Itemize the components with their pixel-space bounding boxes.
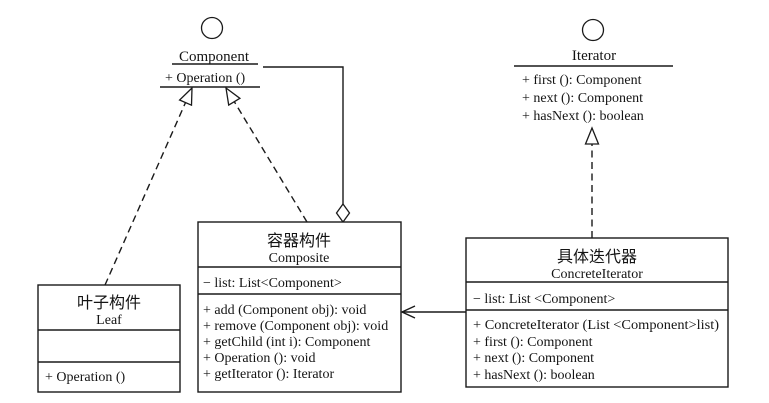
- iterator-interface-name: Iterator: [572, 48, 616, 64]
- leaf-class-box: [37, 284, 181, 393]
- leaf-to-component-realization-arrowhead-icon: [178, 86, 193, 107]
- composite-method-operation: + Operation (): void: [203, 351, 315, 366]
- composite-method-getchild: + getChild (int i): Component: [203, 335, 370, 350]
- concrete-iterator-class: 具体迭代器 ConcreteIterator − list: List <Com…: [465, 237, 729, 388]
- leaf-name-en: Leaf: [96, 313, 122, 328]
- composite-method-remove: + remove (Component obj): void: [203, 319, 388, 334]
- iterator-method-first: + first (): Component: [522, 73, 642, 88]
- component-lollipop-circle-icon: [200, 16, 224, 40]
- composite-class-box: [197, 221, 402, 393]
- aggregation-diamond-icon: [335, 202, 351, 224]
- concrete-iterator-name-zh: 具体迭代器: [557, 248, 637, 266]
- leaf-to-component-realization-line: [104, 102, 187, 286]
- iterator-interface: Iterator + first (): Component + next ()…: [514, 18, 673, 124]
- iterator-method-hasnext: + hasNext (): boolean: [522, 109, 644, 124]
- iterator-lollipop-circle-icon: [581, 18, 605, 42]
- concrete-iterator-method-first: + first (): Component: [473, 335, 593, 350]
- composite-class: 容器构件 Composite − list: List<Component> +…: [197, 221, 402, 393]
- concrete-iterator-name-en: ConcreteIterator: [551, 267, 643, 282]
- composite-method-add: + add (Component obj): void: [203, 303, 366, 318]
- leaf-method-operation: + Operation (): [45, 370, 126, 385]
- concrete-iterator-class-box: [465, 237, 729, 388]
- composite-name-zh: 容器构件: [267, 232, 331, 250]
- relationship-lines: [104, 66, 600, 319]
- concrete-iterator-method-constructor: + ConcreteIterator (List <Component>list…: [473, 318, 719, 333]
- composite-attribute-list: − list: List<Component>: [203, 276, 342, 291]
- composite-to-component-realization-line: [233, 101, 308, 223]
- concrete-iterator-method-next: + next (): Component: [473, 351, 594, 366]
- concrete-iterator-attribute-list: − list: List <Component>: [473, 292, 615, 307]
- association-open-arrowhead-icon: [400, 305, 416, 319]
- component-interface-name: Component: [179, 49, 250, 65]
- composite-to-component-realization-arrowhead-icon: [225, 86, 242, 107]
- component-method-operation: + Operation (): [165, 71, 246, 86]
- composite-method-getiterator: + getIterator (): Iterator: [203, 367, 334, 382]
- leaf-name-zh: 叶子构件: [77, 294, 141, 312]
- iterator-method-next: + next (): Component: [522, 91, 643, 106]
- component-composite-aggregation-line: [263, 66, 344, 204]
- composite-name-en: Composite: [269, 251, 330, 266]
- component-interface: Component + Operation (): [160, 16, 260, 88]
- concreteiterator-to-iterator-realization-arrowhead-icon: [584, 126, 600, 145]
- leaf-class: 叶子构件 Leaf + Operation (): [37, 284, 181, 393]
- concrete-iterator-method-hasnext: + hasNext (): boolean: [473, 368, 595, 383]
